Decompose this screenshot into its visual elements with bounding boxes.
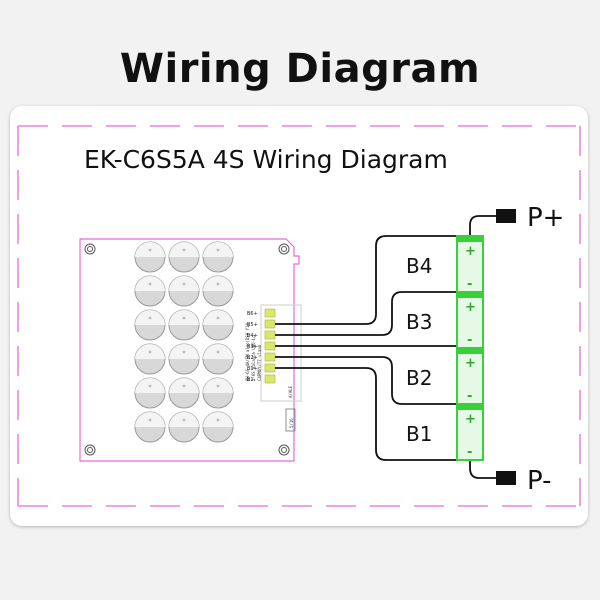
board-text-3: C4PM6Y/T7 vlaab xyxy=(257,344,262,381)
capacitor xyxy=(134,241,166,273)
battery-cell-b2: + - B2 xyxy=(406,347,484,405)
capacitor xyxy=(168,343,200,375)
mounting-holes xyxy=(84,243,290,456)
diagram-subtitle: EK-C6S5A 4S Wiring Diagram xyxy=(84,145,448,174)
pminus-label: P- xyxy=(527,466,552,496)
cell-plus-sign: + xyxy=(465,412,476,427)
pin-label: B1+ xyxy=(247,366,258,372)
board-mark: A/ALE xyxy=(288,385,293,398)
capacitor xyxy=(202,241,234,273)
wiring-diagram: EK-C6S5A 4S Wiring Diagram B6+B5+B4+B3+B… xyxy=(17,125,581,507)
diagram-card: EK-C6S5A 4S Wiring Diagram B6+B5+B4+B3+B… xyxy=(10,106,588,526)
pin-label: B3+ xyxy=(247,344,258,350)
cell-label: B2 xyxy=(406,366,432,390)
capacitor-grid xyxy=(134,241,234,443)
battery-cell-b1: + - B1 xyxy=(406,403,484,461)
capacitor xyxy=(168,241,200,273)
capacitor xyxy=(202,377,234,409)
capacitor xyxy=(134,343,166,375)
wire-pplus xyxy=(469,215,498,236)
battery-cell-b3: + - B3 xyxy=(406,291,484,349)
pin-label: B1- xyxy=(247,377,256,383)
capacitor xyxy=(134,411,166,443)
wire-b5 xyxy=(275,235,470,325)
connector-housing xyxy=(260,304,302,402)
board-text-2: 2-6S Balance UNO-Lo xyxy=(251,335,256,381)
cell-minus-sign: - xyxy=(467,389,472,404)
pminus-terminal-block xyxy=(496,471,516,485)
wire-b2 xyxy=(275,356,470,405)
board-chip xyxy=(285,408,296,432)
cell-plus-sign: + xyxy=(465,244,476,259)
board-chip-text: 5/16 xyxy=(289,418,294,428)
battery-cells: + - B4 + - B3 + - B2 + - B1 xyxy=(406,235,484,461)
capacitor xyxy=(168,377,200,409)
capacitor xyxy=(134,275,166,307)
bms-board: B6+ B5+ B4+ B3+ B2+ B1+ B1- BH-6S 4A/SM algo(D… xyxy=(79,238,302,462)
capacitor xyxy=(202,275,234,307)
cell-minus-sign: - xyxy=(467,445,472,460)
pink-dashed-frame xyxy=(17,125,581,507)
capacitor xyxy=(168,309,200,341)
capacitor xyxy=(168,275,200,307)
cell-label: B1 xyxy=(406,422,432,446)
pplus-label: P+ xyxy=(527,203,564,233)
cell-plus-sign: + xyxy=(465,356,476,371)
battery-cell-b4: + - B4 xyxy=(406,235,484,293)
balance-wires xyxy=(275,215,498,479)
cell-minus-sign: - xyxy=(467,333,472,348)
board-text-1: BH-6S 4A/SM algo(DSH Y14 xyxy=(245,323,250,381)
connector-pin: B1- xyxy=(247,374,276,384)
capacitor xyxy=(202,343,234,375)
wire-pminus xyxy=(469,460,498,479)
connector-pin: B6+ xyxy=(247,308,276,318)
cell-plus-sign: + xyxy=(465,300,476,315)
wire-b4 xyxy=(275,291,470,336)
pin-label: B6+ xyxy=(247,311,258,317)
cell-label: B3 xyxy=(406,310,432,334)
capacitor xyxy=(134,309,166,341)
page-title: Wiring Diagram xyxy=(119,46,481,92)
wire-b1 xyxy=(275,367,470,461)
pin-label: B2+ xyxy=(247,355,258,361)
capacitor xyxy=(168,411,200,443)
capacitor xyxy=(134,377,166,409)
capacitor xyxy=(202,411,234,443)
pin-label: B5+ xyxy=(247,322,258,328)
pplus-terminal-block xyxy=(496,209,516,223)
cell-minus-sign: - xyxy=(467,277,472,292)
cell-label: B4 xyxy=(406,254,432,278)
capacitor xyxy=(202,309,234,341)
pin-label: B4+ xyxy=(247,333,258,339)
